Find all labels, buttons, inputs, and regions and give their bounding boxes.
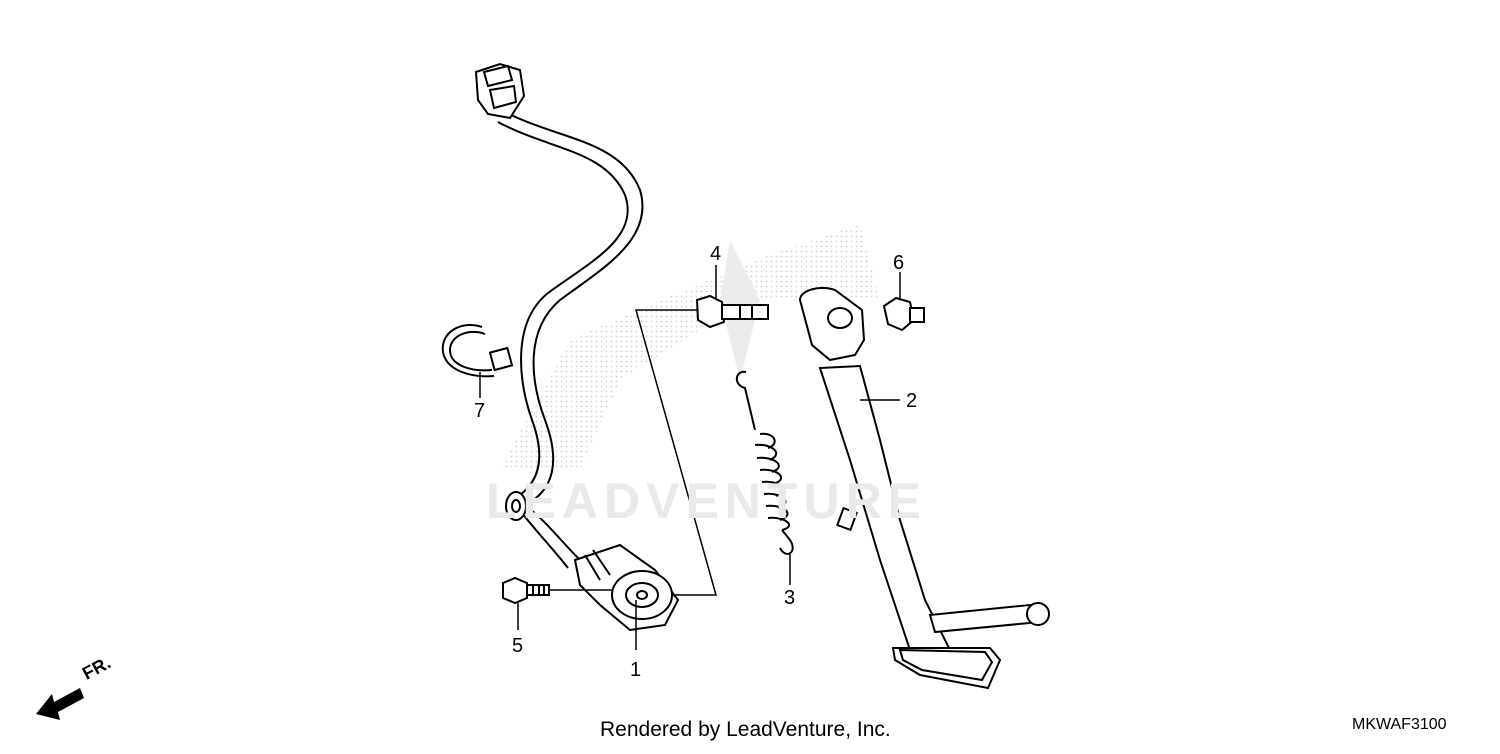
side-stand-pivot-bolt [695, 294, 769, 329]
diagram-code: MKWAF3100 [1352, 716, 1447, 733]
callout-1: 1 [630, 659, 642, 681]
wire-grommet [505, 491, 527, 521]
side-stand-spring [735, 370, 794, 555]
harness-connector [474, 62, 526, 120]
side-stand-switch [573, 543, 680, 632]
footer-credit: Rendered by LeadVenture, Inc. [600, 718, 891, 741]
leader-lines [479, 265, 901, 650]
callout-6: 6 [893, 252, 905, 274]
callout-4: 4 [710, 243, 722, 265]
side-stand [798, 287, 1050, 690]
callout-3: 3 [784, 587, 796, 609]
switch-mounting-bolt [502, 576, 550, 605]
callout-7: 7 [474, 400, 486, 422]
pivot-nut [882, 296, 925, 332]
callout-2: 2 [906, 390, 918, 412]
wire-band [441, 324, 514, 378]
watermark-text: LEADVENTURE [486, 473, 928, 529]
leader-pivot-to-switch [635, 309, 717, 596]
front-direction-arrow [36, 688, 84, 720]
callout-5: 5 [512, 635, 524, 657]
